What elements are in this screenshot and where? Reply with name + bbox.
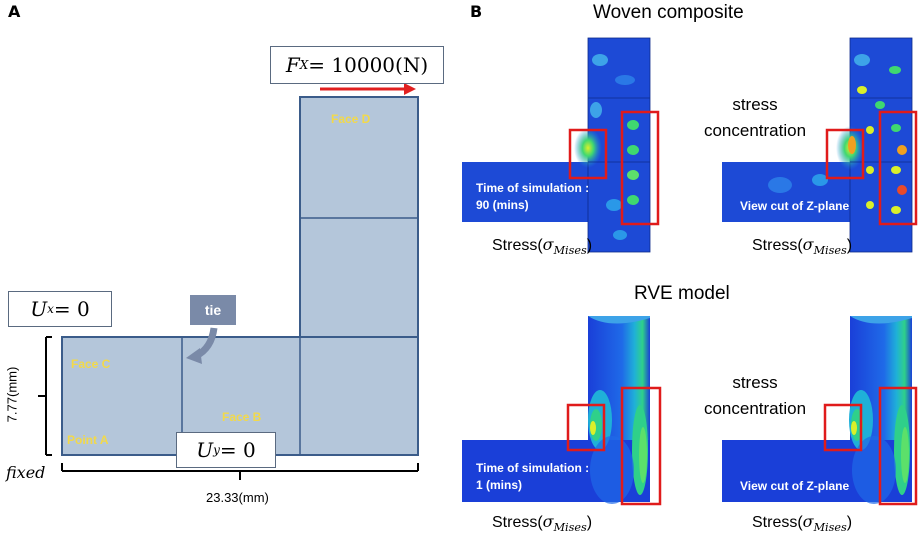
force-arrow-head — [404, 83, 416, 95]
tie-arrow-head — [186, 348, 202, 364]
woven-left-caption: Time of simulation :90 (mins) — [476, 181, 590, 212]
highlight-box — [823, 403, 863, 452]
point-a-label: Point A — [67, 433, 109, 447]
highlight-box — [620, 110, 660, 226]
rve-right-caption: View cut of Z-plane — [740, 479, 850, 493]
rve-left-caption: Time of simulation :1 (mins) — [476, 461, 590, 492]
fixed-label: fixed — [6, 463, 46, 482]
highlight-box — [825, 128, 865, 180]
rve-model-title: RVE model — [634, 283, 730, 304]
highlight-box — [878, 386, 918, 506]
tie-label: tie — [190, 295, 236, 325]
face-c-label: Face C — [71, 357, 111, 371]
woven-fem-left — [462, 37, 651, 253]
woven-composite-title: Woven composite — [593, 2, 744, 23]
stress-label-rve-right: Stress(σMises) — [752, 512, 853, 535]
stress-label-woven-left: Stress(σMises) — [492, 235, 593, 258]
lshape-model-diagram — [38, 83, 419, 480]
rve-fem-right — [722, 316, 912, 504]
highlight-box — [878, 110, 918, 226]
highlight-box — [566, 403, 606, 452]
face-b-label: Face B — [222, 410, 262, 424]
highlight-box — [620, 386, 662, 506]
woven-right-caption: View cut of Z-plane — [740, 199, 850, 213]
panel-b-label: B — [470, 2, 483, 21]
stress-label-woven-right: Stress(σMises) — [752, 235, 853, 258]
face-d-label: Face D — [331, 112, 371, 126]
panel-a-label: A — [8, 2, 21, 21]
woven-fem-right — [722, 37, 913, 253]
stress-label-rve-left: Stress(σMises) — [492, 512, 593, 535]
highlight-box — [568, 128, 608, 180]
width-dimension-text: 23.33(mm) — [206, 490, 269, 505]
